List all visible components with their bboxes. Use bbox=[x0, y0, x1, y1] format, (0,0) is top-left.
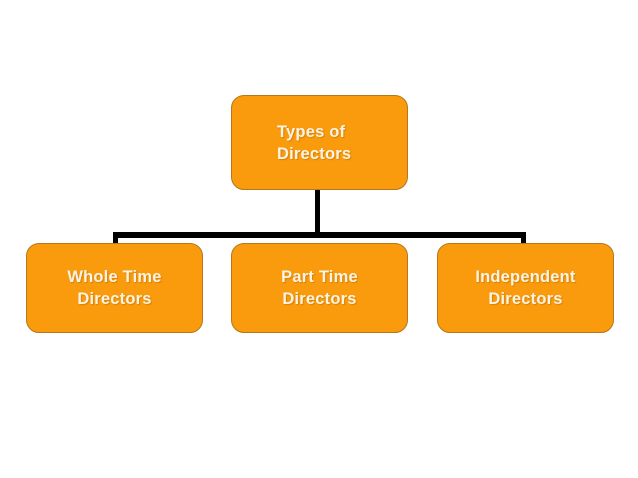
node-independent-directors[interactable]: Independent Directors bbox=[437, 243, 614, 333]
connector-root-stem bbox=[315, 189, 320, 238]
connector-drop-left bbox=[113, 232, 118, 245]
node-part-time-directors[interactable]: Part Time Directors bbox=[231, 243, 408, 333]
connector-drop-right bbox=[521, 232, 526, 245]
connector-horizontal-bus bbox=[113, 232, 526, 238]
node-child-label: Independent Directors bbox=[475, 268, 576, 308]
node-child-label: Whole Time Directors bbox=[67, 268, 162, 308]
node-root-label: Types of Directors bbox=[277, 122, 352, 163]
node-child-label: Part Time Directors bbox=[281, 268, 358, 308]
node-whole-time-directors[interactable]: Whole Time Directors bbox=[26, 243, 203, 333]
node-types-of-directors[interactable]: Types of Directors bbox=[231, 95, 408, 190]
